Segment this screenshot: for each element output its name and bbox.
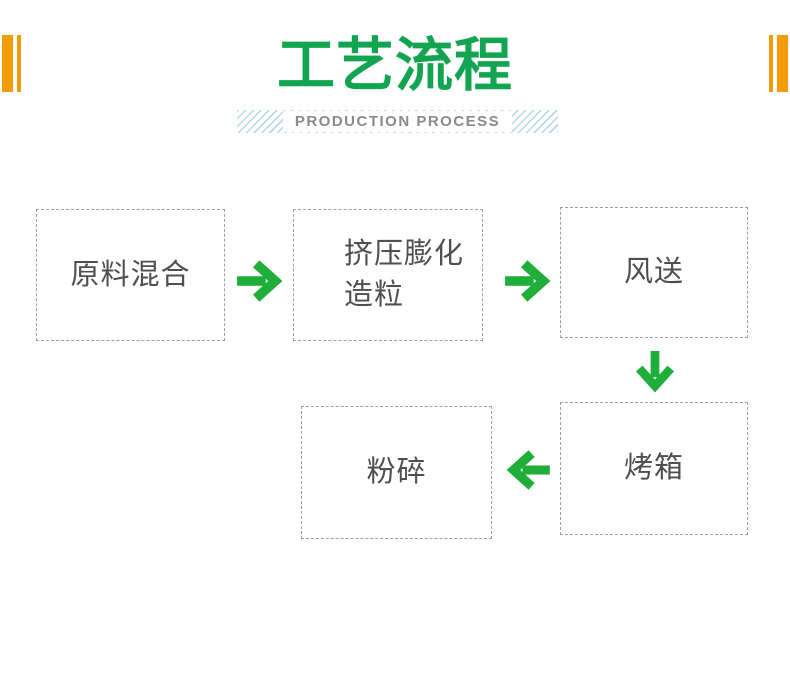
arrow-left-icon — [506, 450, 550, 490]
flow-step-label: 原料混合 — [70, 258, 191, 291]
flow-step-label: 粉碎 — [366, 456, 427, 489]
arrow-air-convey-to-oven — [634, 351, 676, 393]
flow-step-crushing: 粉碎 — [301, 406, 492, 539]
arrow-oven-to-crushing — [505, 450, 551, 490]
flow-step-air-convey: 风送 — [560, 207, 748, 338]
flow-step-oven: 烤箱 — [560, 402, 748, 535]
flow-step-mixing: 原料混合 — [36, 209, 225, 341]
subtitle-label: PRODUCTION PROCESS — [282, 111, 513, 132]
subtitle-stripe-band: PRODUCTION PROCESS — [237, 110, 558, 133]
arrow-mixing-to-extrusion — [236, 260, 284, 302]
arrow-extrusion-to-air-convey — [504, 260, 552, 302]
arrow-right-icon — [505, 260, 551, 302]
left-accent-bar-wide — [2, 35, 13, 92]
right-accent-bar-thin — [769, 35, 773, 92]
flow-step-extrusion: 挤压膨化 造粒 — [293, 209, 483, 341]
flow-step-label: 风送 — [623, 256, 684, 289]
flow-step-label: 挤压膨化 造粒 — [344, 238, 465, 311]
page-title: 工艺流程 — [276, 33, 513, 98]
arrow-right-icon — [237, 260, 283, 302]
arrow-down-icon — [635, 351, 675, 393]
left-accent-bar-thin — [17, 35, 21, 92]
flow-step-label: 烤箱 — [623, 452, 684, 485]
right-accent-bar-wide — [777, 35, 788, 92]
